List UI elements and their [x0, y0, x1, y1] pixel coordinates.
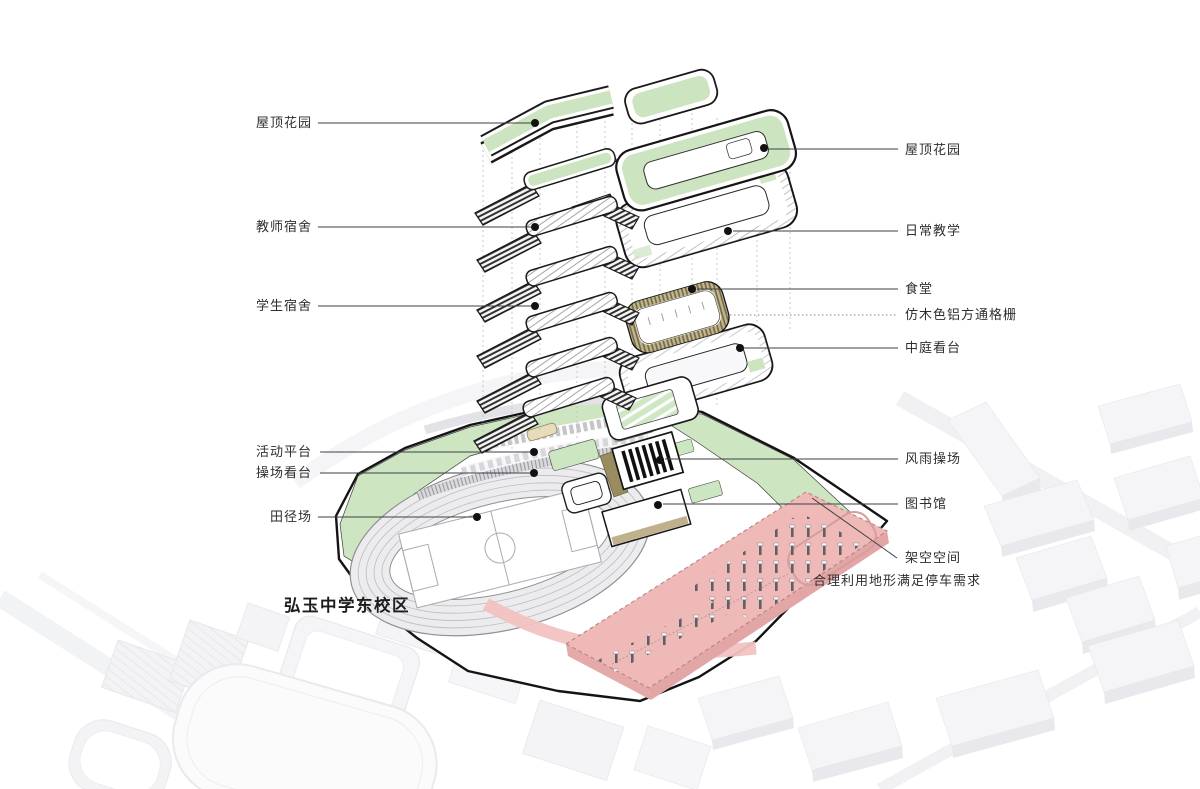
label-library: 图书馆	[905, 496, 948, 511]
site-base	[334, 394, 889, 703]
dorm-roof-plate	[474, 148, 617, 226]
gym-grille-wall	[599, 450, 629, 498]
bg-building	[797, 701, 903, 782]
background-context-right	[697, 383, 1200, 789]
label-canteen: 食堂	[905, 281, 934, 296]
label-roof-garden-left: 屋顶花园	[255, 115, 312, 130]
bg-building	[1165, 535, 1200, 600]
roof-garden-slab-center	[624, 68, 719, 125]
label-student-dorm: 学生宿舍	[255, 298, 312, 313]
bg-sports-field	[172, 663, 438, 789]
label-activity-platform: 活动平台	[255, 444, 312, 459]
label-track-field: 田径场	[269, 509, 312, 524]
teaching-slab	[615, 162, 799, 269]
leader-dots	[473, 119, 768, 521]
bg-building	[947, 401, 1041, 508]
label-atrium-stands: 中庭看台	[905, 340, 962, 355]
roof-garden-slab-right	[615, 109, 798, 212]
parking-deck	[564, 491, 889, 700]
roof-garden-slab-left	[480, 85, 614, 164]
soccer-field	[398, 487, 602, 609]
canteen-ring	[624, 281, 730, 354]
label-stilt-space: 架空空间	[905, 550, 962, 565]
bg-building	[983, 479, 1095, 557]
courtyard-ring	[561, 472, 612, 514]
bg-building	[1015, 535, 1108, 612]
entry-platform	[601, 376, 699, 441]
bg-building	[235, 602, 291, 652]
leader-lines	[318, 122, 898, 559]
label-wood-aluminum-grille: 仿木色铝方通格栅	[905, 307, 1018, 322]
label-teacher-dorm: 教师宿舍	[255, 219, 312, 234]
page-title: 弘玉中学东校区	[284, 597, 410, 615]
label-indoor-gym: 风雨操场	[905, 451, 962, 466]
label-playground-stands: 操场看台	[255, 465, 312, 480]
dorm-plates	[473, 148, 640, 454]
canopy	[526, 422, 558, 441]
bg-building	[935, 669, 1055, 758]
bg-building	[1087, 619, 1195, 704]
bg-building	[68, 719, 172, 789]
bg-building	[1097, 383, 1193, 454]
wood-grille-band	[626, 282, 729, 353]
label-daily-teaching: 日常教学	[905, 223, 962, 238]
parking-columns	[598, 570, 794, 672]
bg-building	[101, 639, 193, 714]
gym-building	[610, 430, 685, 491]
bg-building	[697, 675, 794, 750]
label-roof-garden-right: 屋顶花园	[905, 142, 962, 157]
label-parking-note: 合理利用地形满足停车需求	[813, 573, 982, 588]
bg-building	[1113, 455, 1200, 531]
